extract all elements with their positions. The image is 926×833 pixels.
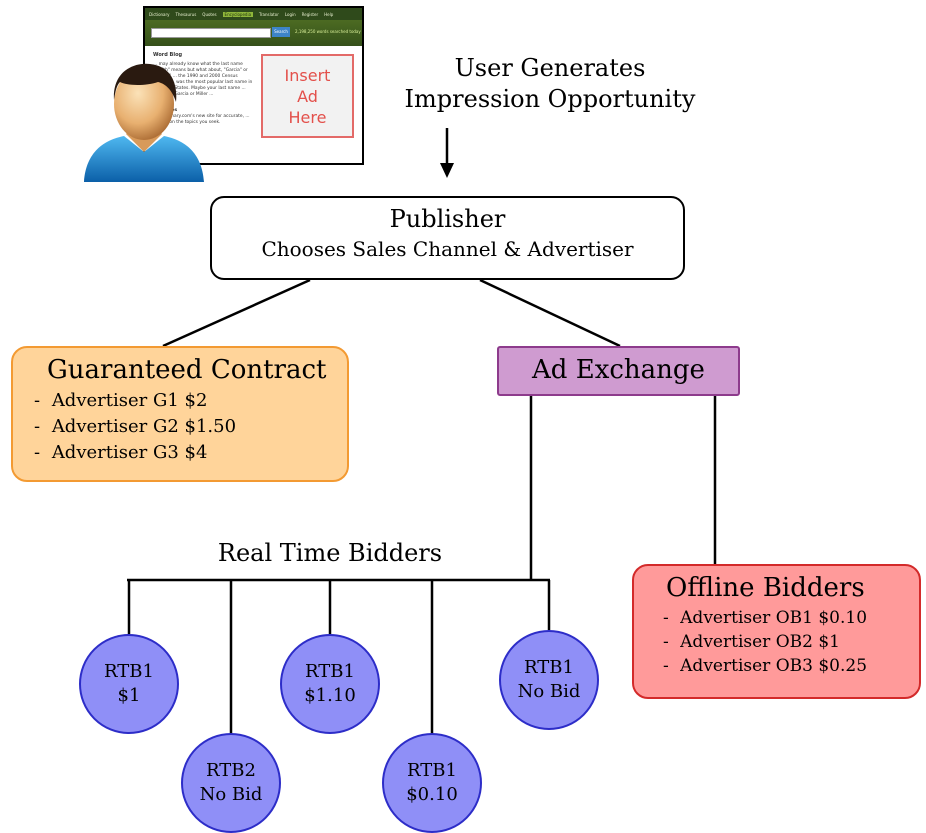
bidder-node: RTB1 $1 bbox=[79, 634, 179, 734]
user-avatar-icon bbox=[84, 63, 204, 182]
screenshot-search-input bbox=[151, 28, 271, 38]
screenshot-blog-text: ... may already know what the last name … bbox=[153, 62, 253, 97]
screenshot-nav-item: Dictionary bbox=[149, 11, 170, 17]
bidder-name: RTB1 bbox=[524, 657, 574, 678]
screenshot-nav-item: Help bbox=[324, 11, 334, 17]
offline-advertiser-list: Advertiser OB1 $0.10 Advertiser OB2 $1 A… bbox=[663, 606, 919, 678]
real-time-bidders-label: Real Time Bidders bbox=[217, 539, 443, 567]
offline-advertiser-item: Advertiser OB3 $0.25 bbox=[663, 654, 919, 678]
screenshot-nav-bar: Dictionary Thesaurus Quotes Encyclopedia… bbox=[145, 8, 362, 20]
bidder-node: RTB2 No Bid bbox=[181, 733, 281, 833]
screenshot-nav-item: Login bbox=[284, 11, 296, 17]
offline-bidders-box: Offline Bidders Advertiser OB1 $0.10 Adv… bbox=[632, 564, 921, 699]
screenshot-search-band: Search 2,198,250 words searched today bbox=[145, 20, 362, 46]
insert-ad-text: Insert Ad Here bbox=[284, 65, 331, 127]
caption-line-1: User Generates bbox=[454, 54, 646, 82]
bidder-bid: $1 bbox=[117, 685, 141, 706]
offline-advertiser-item: Advertiser OB1 $0.10 bbox=[663, 606, 919, 630]
bidder-node: RTB1 No Bid bbox=[499, 630, 599, 730]
insert-ad-placeholder: Insert Ad Here bbox=[261, 54, 354, 138]
screenshot-nav-item: Quotes bbox=[202, 11, 217, 17]
guaranteed-contract-box: Guaranteed Contract Advertiser G1 $2 Adv… bbox=[11, 346, 349, 482]
publisher-to-exchange-line bbox=[479, 278, 621, 348]
down-arrow-icon bbox=[440, 128, 454, 178]
screenshot-blog-title: Word Blog bbox=[153, 52, 183, 58]
guaranteed-advertiser-list: Advertiser G1 $2 Advertiser G2 $1.50 Adv… bbox=[34, 388, 347, 466]
screenshot-search-button: Search bbox=[272, 27, 290, 37]
offline-bidders-title: Offline Bidders bbox=[666, 573, 865, 603]
screenshot-quotes-text: ... Dictionary.com's new site for accura… bbox=[153, 114, 250, 125]
publisher-box: Publisher Chooses Sales Channel & Advert… bbox=[210, 196, 685, 280]
bidder-name: RTB1 bbox=[305, 661, 355, 682]
offline-advertiser-item: Advertiser OB2 $1 bbox=[663, 630, 919, 654]
ad-exchange-box: Ad Exchange bbox=[497, 346, 740, 396]
bidder-node: RTB1 $0.10 bbox=[382, 733, 482, 833]
guaranteed-advertiser-item: Advertiser G1 $2 bbox=[34, 388, 347, 414]
screenshot-body: Word Blog ... may already know what the … bbox=[145, 46, 362, 138]
caption-line-2: Impression Opportunity bbox=[404, 85, 696, 113]
bidder-name: RTB2 bbox=[206, 760, 256, 781]
bidder-name: RTB1 bbox=[407, 760, 457, 781]
bidder-name: RTB1 bbox=[104, 661, 154, 682]
screenshot-nav-item: Register bbox=[301, 11, 319, 17]
impression-caption: User Generates Impression Opportunity bbox=[360, 53, 740, 115]
bidder-node: RTB1 $1.10 bbox=[280, 634, 380, 734]
screenshot-nav-item: Thesaurus bbox=[175, 11, 197, 17]
website-screenshot: Dictionary Thesaurus Quotes Encyclopedia… bbox=[143, 6, 364, 165]
bidder-bid: $1.10 bbox=[304, 685, 356, 706]
guaranteed-advertiser-item: Advertiser G3 $4 bbox=[34, 440, 347, 466]
bidder-bid: No Bid bbox=[517, 681, 581, 702]
publisher-title: Publisher bbox=[389, 205, 506, 233]
bidder-bid: $0.10 bbox=[406, 784, 458, 805]
guaranteed-advertiser-item: Advertiser G2 $1.50 bbox=[34, 414, 347, 440]
screenshot-searched-count: 2,198,250 words searched today bbox=[295, 29, 361, 34]
guaranteed-contract-title: Guaranteed Contract bbox=[47, 355, 327, 385]
bidder-bid: No Bid bbox=[199, 784, 263, 805]
screenshot-nav-item: Translator bbox=[259, 11, 279, 17]
publisher-to-guaranteed-line bbox=[162, 278, 311, 348]
screenshot-nav-item: Encyclopedia bbox=[222, 11, 254, 17]
publisher-subtitle: Chooses Sales Channel & Advertiser bbox=[261, 237, 634, 261]
